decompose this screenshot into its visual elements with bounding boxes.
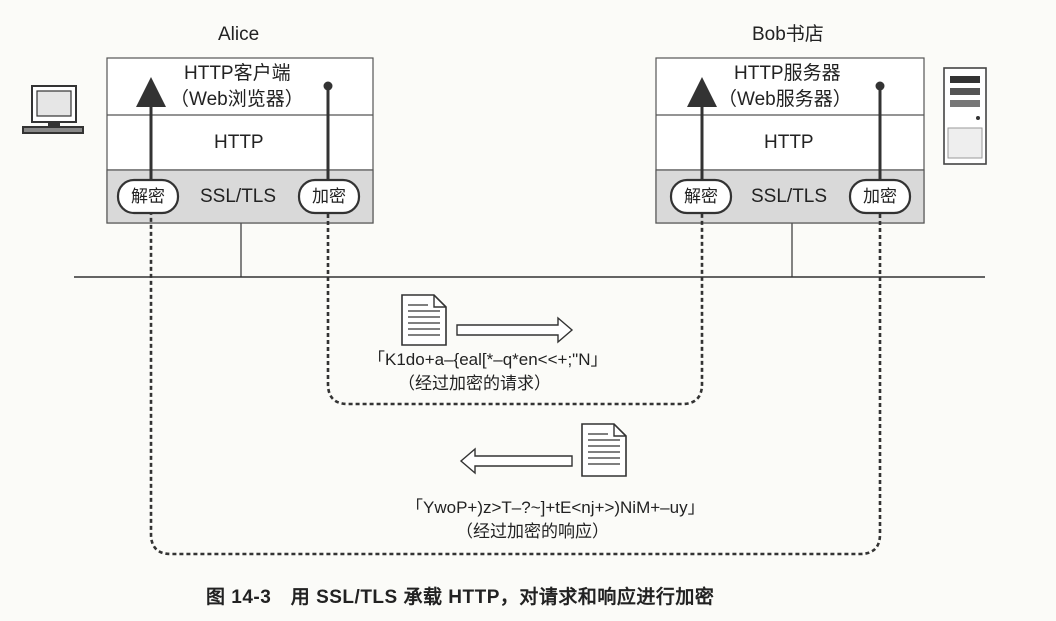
- client-encrypt-pill: [297, 178, 361, 215]
- computer-icon: [22, 85, 84, 134]
- figure-caption: 图 14-3 用 SSL/TLS 承载 HTTP，对请求和响应进行加密: [206, 587, 715, 608]
- server-tower-icon: [943, 67, 987, 165]
- request-path: [326, 214, 704, 406]
- request-direction-arrow: [456, 316, 574, 344]
- response-document-icon: [581, 423, 627, 477]
- request-ciphertext: 「K1do+a–{eal[*–q*en<<+;"N」: [368, 350, 608, 369]
- client-name: Alice: [218, 24, 260, 45]
- client-app-line2: （Web浏览器）: [170, 89, 304, 110]
- server-decrypt-label: 解密: [684, 187, 718, 206]
- client-encrypt-label: 加密: [312, 187, 346, 206]
- response-direction-arrow: [459, 447, 573, 475]
- server-name: Bob书店: [752, 24, 824, 45]
- response-path: [149, 214, 882, 556]
- server-encrypt-pill: [848, 178, 912, 215]
- client-ssl-label: SSL/TLS: [200, 186, 277, 207]
- client-decrypt-label: 解密: [131, 187, 165, 206]
- server-encrypt-label: 加密: [863, 187, 897, 206]
- response-ciphertext: 「YwoP+)z>T–?~]+tE<nj+>)NiM+–uy」: [406, 498, 705, 517]
- server-decrypt-pill: [669, 178, 733, 215]
- request-label: （经过加密的请求）: [398, 374, 551, 393]
- response-label: （经过加密的响应）: [456, 522, 609, 541]
- request-document-icon: [401, 294, 447, 346]
- client-app-line1: HTTP客户端: [184, 63, 291, 84]
- server-http-layer: HTTP: [764, 132, 814, 153]
- server-encrypt-origin-dot: [875, 81, 885, 91]
- server-app-line1: HTTP服务器: [734, 63, 841, 84]
- client-http-layer: HTTP: [214, 132, 264, 153]
- client-encrypt-origin-dot: [323, 81, 333, 91]
- server-app-line2: （Web服务器）: [718, 89, 852, 110]
- server-ssl-label: SSL/TLS: [751, 186, 828, 207]
- client-decrypt-pill: [116, 178, 180, 215]
